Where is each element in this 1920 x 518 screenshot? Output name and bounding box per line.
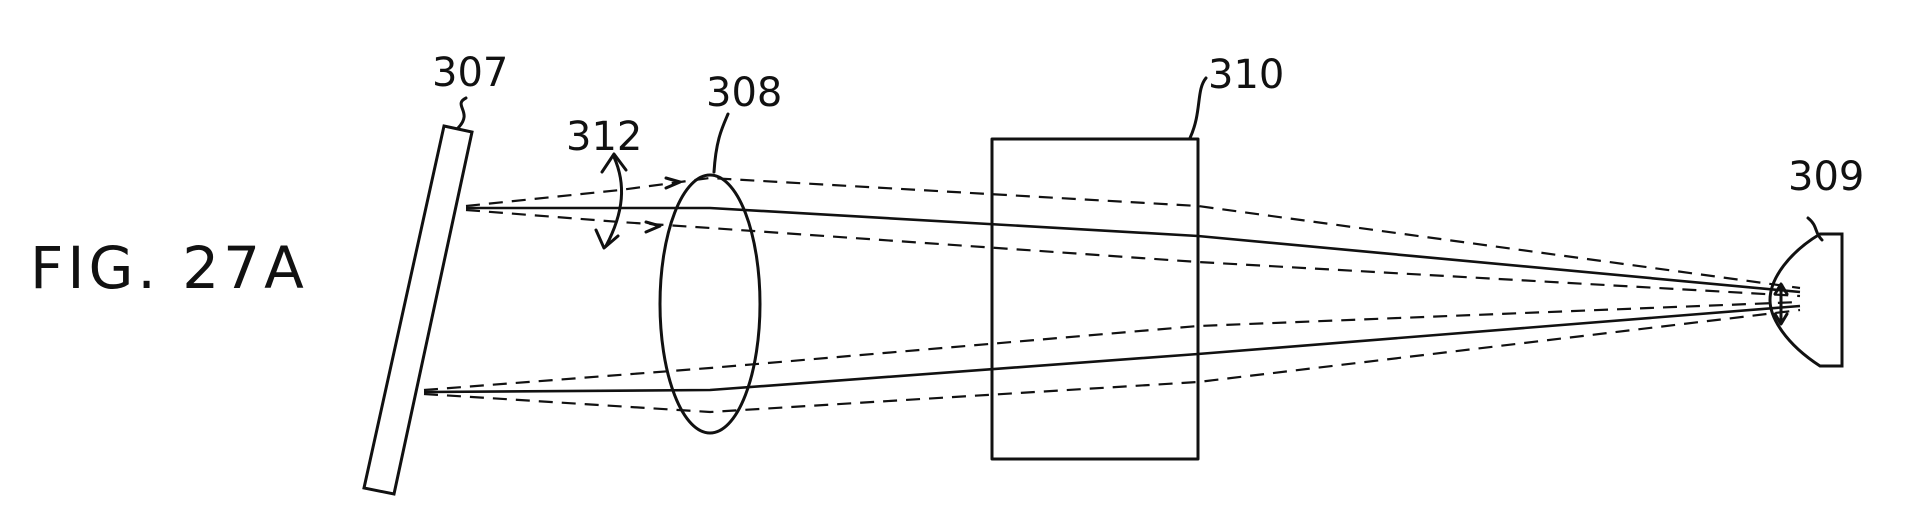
- mirror-307: 307: [364, 50, 508, 494]
- lens-label: 308: [706, 70, 782, 116]
- upper-dashed-ray-bottom: [466, 210, 1800, 296]
- lens-308: 308: [660, 70, 782, 433]
- block-leader-line: [1190, 78, 1206, 138]
- lens-leader-line: [714, 114, 728, 172]
- block-label: 310: [1208, 52, 1284, 98]
- lower-beam: [424, 302, 1800, 412]
- mirror-label: 307: [432, 50, 508, 96]
- rotation-arc: [606, 157, 622, 246]
- block-310: 310: [992, 52, 1284, 459]
- lens-ellipse: [660, 175, 760, 433]
- mirror-leader-line: [458, 98, 466, 128]
- detector-309: 309: [1770, 154, 1864, 366]
- rotation-arrowhead-bottom-icon: [596, 230, 618, 248]
- detector-label: 309: [1788, 154, 1864, 200]
- lower-dashed-ray-top: [424, 302, 1800, 390]
- lower-solid-ray: [424, 306, 1800, 392]
- block-rect: [992, 139, 1198, 459]
- rotation-label: 312: [566, 114, 642, 160]
- figure-caption: FIG. 27A: [30, 234, 308, 302]
- mirror-plate: [364, 126, 472, 494]
- upper-solid-ray: [466, 208, 1800, 292]
- rotation-arrow-312: 312: [566, 114, 642, 248]
